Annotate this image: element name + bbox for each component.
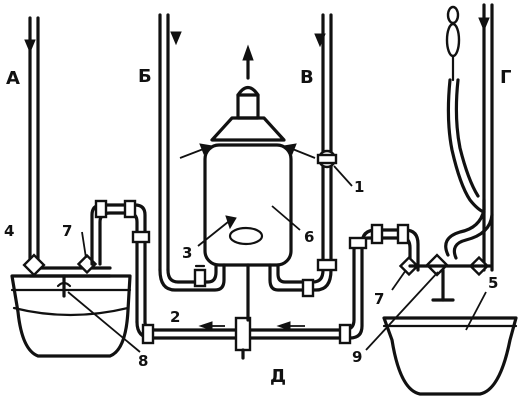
supply-pipe-v <box>314 13 333 272</box>
leader-5 <box>465 291 487 331</box>
label-b: Б <box>138 66 152 87</box>
label-9: 9 <box>352 348 362 366</box>
label-4: 4 <box>4 222 14 240</box>
label-g: Г <box>500 67 511 88</box>
leader-6 <box>271 205 301 231</box>
label-5: 5 <box>488 274 498 292</box>
label-1: 1 <box>354 178 364 196</box>
left-sink <box>10 266 132 358</box>
leader-1 <box>333 165 353 187</box>
heater-connection-v <box>246 258 338 322</box>
drain-pipe-d <box>135 223 420 360</box>
leader-9 <box>365 271 439 351</box>
label-d: Д <box>270 366 286 387</box>
leader-7-left <box>81 231 87 259</box>
label-8: 8 <box>138 352 148 370</box>
left-loop-pipe <box>90 199 151 324</box>
valve-4 <box>22 253 46 277</box>
leader-7-right <box>391 269 407 291</box>
label-7-left: 7 <box>62 222 72 240</box>
supply-pipe-g <box>478 3 494 272</box>
water-heater <box>179 44 316 267</box>
leader-8 <box>67 291 141 353</box>
label-3: 3 <box>182 244 192 262</box>
label-7-right: 7 <box>374 290 384 308</box>
label-a: А <box>6 68 20 89</box>
gas-cock-1-body <box>316 153 338 165</box>
label-2: 2 <box>170 308 180 326</box>
faucet-8 <box>56 274 72 298</box>
right-sink <box>382 316 518 396</box>
label-v: В <box>300 67 314 88</box>
label-6: 6 <box>304 228 314 246</box>
supply-pipe-b <box>158 13 182 272</box>
heater-connection-b <box>158 263 226 292</box>
faucet-9 <box>398 253 492 302</box>
supply-pipe-a <box>24 16 40 270</box>
shower-hose <box>444 5 494 260</box>
